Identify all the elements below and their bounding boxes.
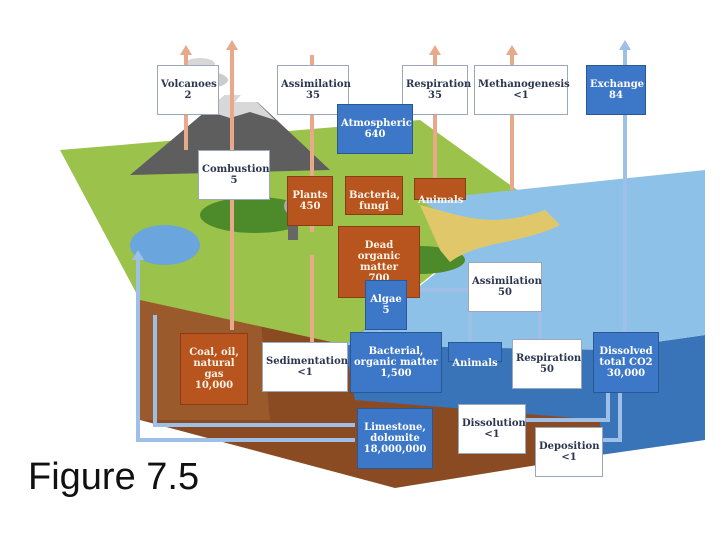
coal-label: Coal, oil, natural gas 10,000 <box>180 333 248 405</box>
deposition-label: Deposition <1 <box>535 427 603 477</box>
limestone-label: Limestone, dolomite 18,000,000 <box>357 408 433 469</box>
assimilation-ocean-label: Assimilation 50 <box>468 262 542 312</box>
dead-organic-name: Dead organic matter <box>358 240 401 273</box>
deposition-name: Deposition <box>539 441 599 452</box>
sedimentation-label: Sedimentation <1 <box>262 342 348 392</box>
respiration-ocean-value: 50 <box>516 364 578 375</box>
bacterial-organic-label: Bacterial, organic matter 1,500 <box>350 332 442 393</box>
volcanoes-value: 2 <box>161 90 215 101</box>
methanogenesis-name: Methanogenesis <box>478 79 570 90</box>
methanogenesis-label: Methanogenesis <1 <box>474 65 568 115</box>
dissolution-name: Dissolution <box>462 418 526 429</box>
dissolved-label: Dissolved total CO2 30,000 <box>593 332 659 393</box>
coal-name: Coal, oil, natural gas <box>189 347 239 380</box>
combustion-name: Combustion <box>202 164 269 175</box>
animals-ocean-label: Animals <box>448 342 502 362</box>
respiration-land-name: Respiration <box>406 79 471 90</box>
assimilation-land-name: Assimilation <box>281 79 351 90</box>
combustion-label: Combustion 5 <box>198 150 270 200</box>
plants-value: 450 <box>291 201 329 212</box>
deposition-value: <1 <box>539 452 599 463</box>
atmospheric-name: Atmospheric <box>341 118 412 129</box>
plants-label: Plants 450 <box>287 176 333 226</box>
figure-caption: Figure 7.5 <box>28 456 199 499</box>
algae-name: Algae <box>370 294 401 305</box>
exchange-name: Exchange <box>590 79 644 90</box>
sedimentation-name: Sedimentation <box>266 356 348 367</box>
dissolution-label: Dissolution <1 <box>458 404 526 454</box>
bacterial-organic-value: 1,500 <box>354 368 438 379</box>
bacterial-organic-name: Bacterial, organic matter <box>354 346 438 368</box>
sedimentation-value: <1 <box>266 367 344 378</box>
animals-land-label: Animals <box>414 178 466 200</box>
algae-value: 5 <box>369 305 403 316</box>
dissolution-value: <1 <box>462 429 522 440</box>
assimilation-ocean-value: 50 <box>472 287 538 298</box>
animals-land-name: Animals <box>418 195 463 206</box>
exchange-value: 84 <box>590 90 642 101</box>
respiration-ocean-name: Respiration <box>516 353 581 364</box>
exchange-label: Exchange 84 <box>586 65 646 115</box>
respiration-land-value: 35 <box>406 90 464 101</box>
bacteria-fungi-label: Bacteria, fungi <box>345 176 403 215</box>
methanogenesis-value: <1 <box>478 90 564 101</box>
dissolved-name: Dissolved total CO2 <box>599 346 652 368</box>
assimilation-land-value: 35 <box>281 90 345 101</box>
atmospheric-value: 640 <box>341 129 409 140</box>
combustion-value: 5 <box>202 175 266 186</box>
limestone-value: 18,000,000 <box>361 444 429 455</box>
algae-label: Algae 5 <box>365 280 407 330</box>
animals-ocean-name: Animals <box>452 358 497 369</box>
limestone-name: Limestone, dolomite <box>364 422 426 444</box>
atmospheric-label: Atmospheric 640 <box>337 104 413 154</box>
volcanoes-label: Volcanoes 2 <box>157 65 219 115</box>
dissolved-value: 30,000 <box>597 368 655 379</box>
coal-value: 10,000 <box>184 380 244 391</box>
volcanoes-name: Volcanoes <box>161 79 217 90</box>
assimilation-ocean-name: Assimilation <box>472 276 542 287</box>
bacteria-fungi-name: Bacteria, fungi <box>349 190 400 212</box>
plants-name: Plants <box>292 190 327 201</box>
respiration-ocean-label: Respiration 50 <box>512 339 582 389</box>
